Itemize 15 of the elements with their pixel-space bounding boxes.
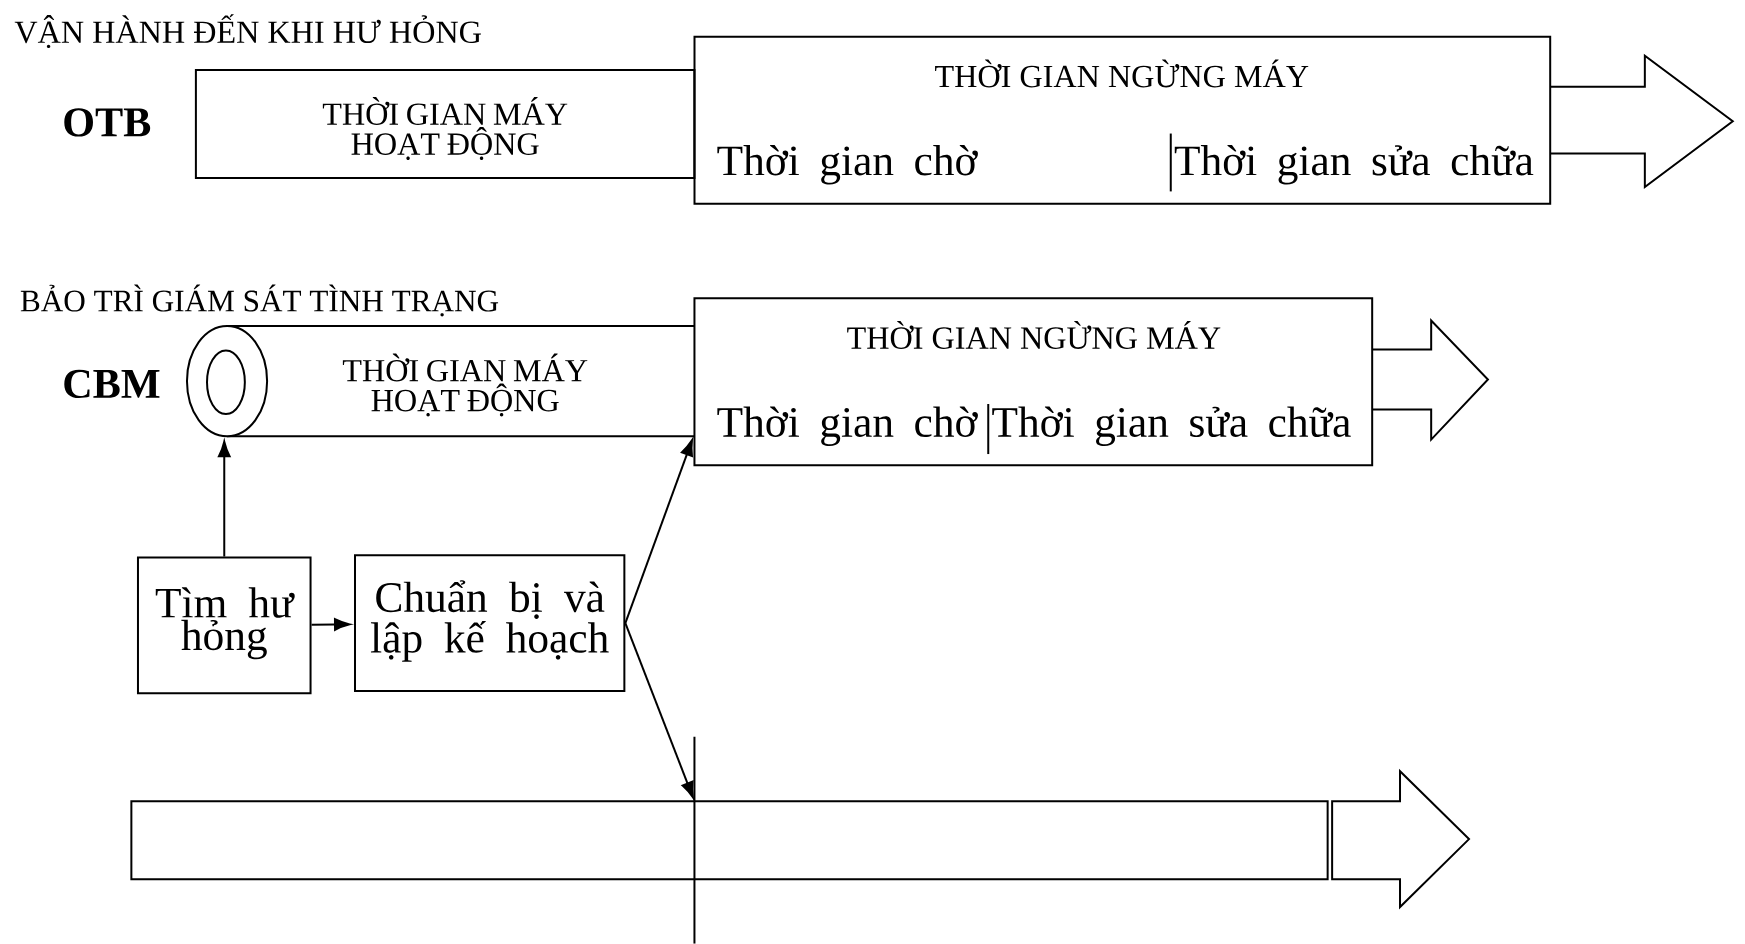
downtime-box: THỜI GIAN NGỪNG MÁY Thời gian chờ Thời gian sửa chữa (693, 35, 1552, 205)
arrow (310, 618, 351, 631)
process-box: Chuẩn bị và lập kế hoạch (354, 554, 626, 693)
process-box: Tìm hư hỏng (136, 556, 312, 695)
downtime-box: THỜI GIAN NGỪNG MÁY Thời gian chờ Thời gian sửa chữa (693, 297, 1374, 467)
section-heading: BẢO TRÌ GIÁM SÁT TÌNH TRẠNG (20, 284, 499, 317)
node-label: THỜI GIAN MÁY HOẠT ĐỘNG (342, 353, 588, 417)
arrow (217, 440, 231, 558)
cylinder: THỜI GIAN MÁY HOẠT ĐỘNG (186, 325, 696, 438)
timeline-bar (130, 800, 1329, 881)
arrow (624, 622, 694, 799)
section-heading: VẬN HÀNH ĐẾN KHI HƯ HỎNG (14, 14, 481, 49)
side-label: OTB (64, 108, 151, 137)
arrow (624, 439, 693, 625)
process-box: THỜI GIAN MÁY HOẠT ĐỘNG (194, 69, 696, 180)
